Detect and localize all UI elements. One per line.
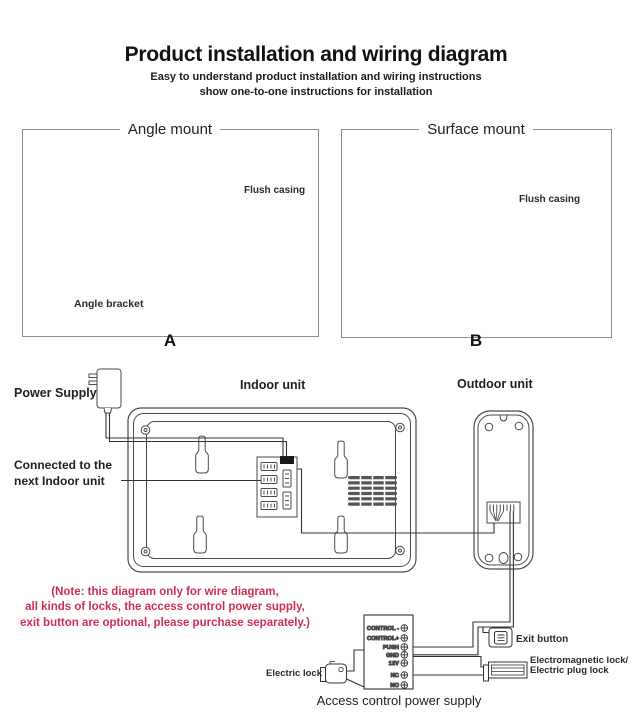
optional-parts-note: (Note: this diagram only for wire diagra… bbox=[0, 585, 330, 631]
outdoor-unit-label: Outdoor unit bbox=[457, 377, 533, 391]
access-control-power-supply-label: Access control power supply bbox=[316, 693, 482, 708]
note-line-3: exit button are optional, please purchas… bbox=[20, 616, 310, 629]
terminal-screws bbox=[400, 624, 409, 689]
section-letter-a: A bbox=[163, 331, 177, 350]
angle-bracket-label: Angle bracket bbox=[74, 298, 144, 310]
connected-next-indoor-label: Connected to the next Indoor unit bbox=[14, 458, 112, 488]
angle-mount-title: Angle mount bbox=[22, 121, 318, 138]
terminal-connector-block bbox=[256, 456, 298, 518]
power-supply-label: Power Supply bbox=[14, 386, 97, 400]
note-line-2: all kinds of locks, the access control p… bbox=[25, 601, 305, 614]
note-line-1: (Note: this diagram only for wire diagra… bbox=[51, 586, 279, 598]
mount-screw-holes bbox=[140, 422, 405, 557]
flush-casing-label-b: Flush casing bbox=[519, 194, 581, 205]
electromagnetic-lock-label: Electromagnetic lock/ Electric plug lock bbox=[530, 655, 629, 676]
indoor-unit-label: Indoor unit bbox=[240, 378, 306, 392]
page-title: Product installation and wiring diagram bbox=[124, 43, 508, 66]
wires bbox=[105, 413, 514, 688]
electromagnetic-lock-drawing bbox=[483, 661, 528, 682]
terminal-label: CONTROL+ bbox=[367, 636, 400, 642]
exit-button-drawing bbox=[488, 627, 513, 648]
terminal-label: PUSH bbox=[383, 645, 399, 651]
subtitle-line-2: show one-to-one instructions for install… bbox=[199, 85, 433, 98]
outdoor-connector-block bbox=[486, 501, 521, 524]
subtitle-line-1: Easy to understand product installation … bbox=[150, 71, 482, 83]
terminal-label: CONTROL - bbox=[367, 626, 399, 632]
exit-button-label: Exit button bbox=[516, 634, 569, 645]
electric-lock-label: Electric lock bbox=[266, 668, 322, 679]
terminal-label: NO bbox=[390, 683, 399, 689]
terminal-label: GND bbox=[386, 653, 399, 659]
terminal-label: NC bbox=[391, 673, 400, 679]
outdoor-unit-drawing bbox=[473, 410, 534, 570]
terminal-label: 12V bbox=[389, 661, 399, 667]
surface-mount-panel bbox=[341, 129, 612, 338]
access-control-box-drawing: CONTROL - CONTROL+ PUSH GND 12V NC NO bbox=[363, 614, 414, 690]
surface-mount-title: Surface mount bbox=[341, 121, 611, 138]
indoor-unit-drawing bbox=[127, 407, 417, 573]
terminal-labels: CONTROL - CONTROL+ PUSH GND 12V NC NO bbox=[366, 626, 400, 690]
angle-mount-panel bbox=[22, 129, 319, 337]
speaker-grille bbox=[348, 475, 397, 507]
electric-lock-drawing bbox=[320, 661, 347, 684]
flush-casing-label-a: Flush casing bbox=[244, 185, 306, 196]
section-letter-b: B bbox=[469, 331, 483, 350]
page-subtitle: Easy to understand product installation … bbox=[0, 70, 632, 99]
wiring-section-artwork: CONTROL - CONTROL+ PUSH GND 12V NC NO bbox=[88, 368, 534, 690]
power-adapter-drawing bbox=[88, 368, 122, 414]
